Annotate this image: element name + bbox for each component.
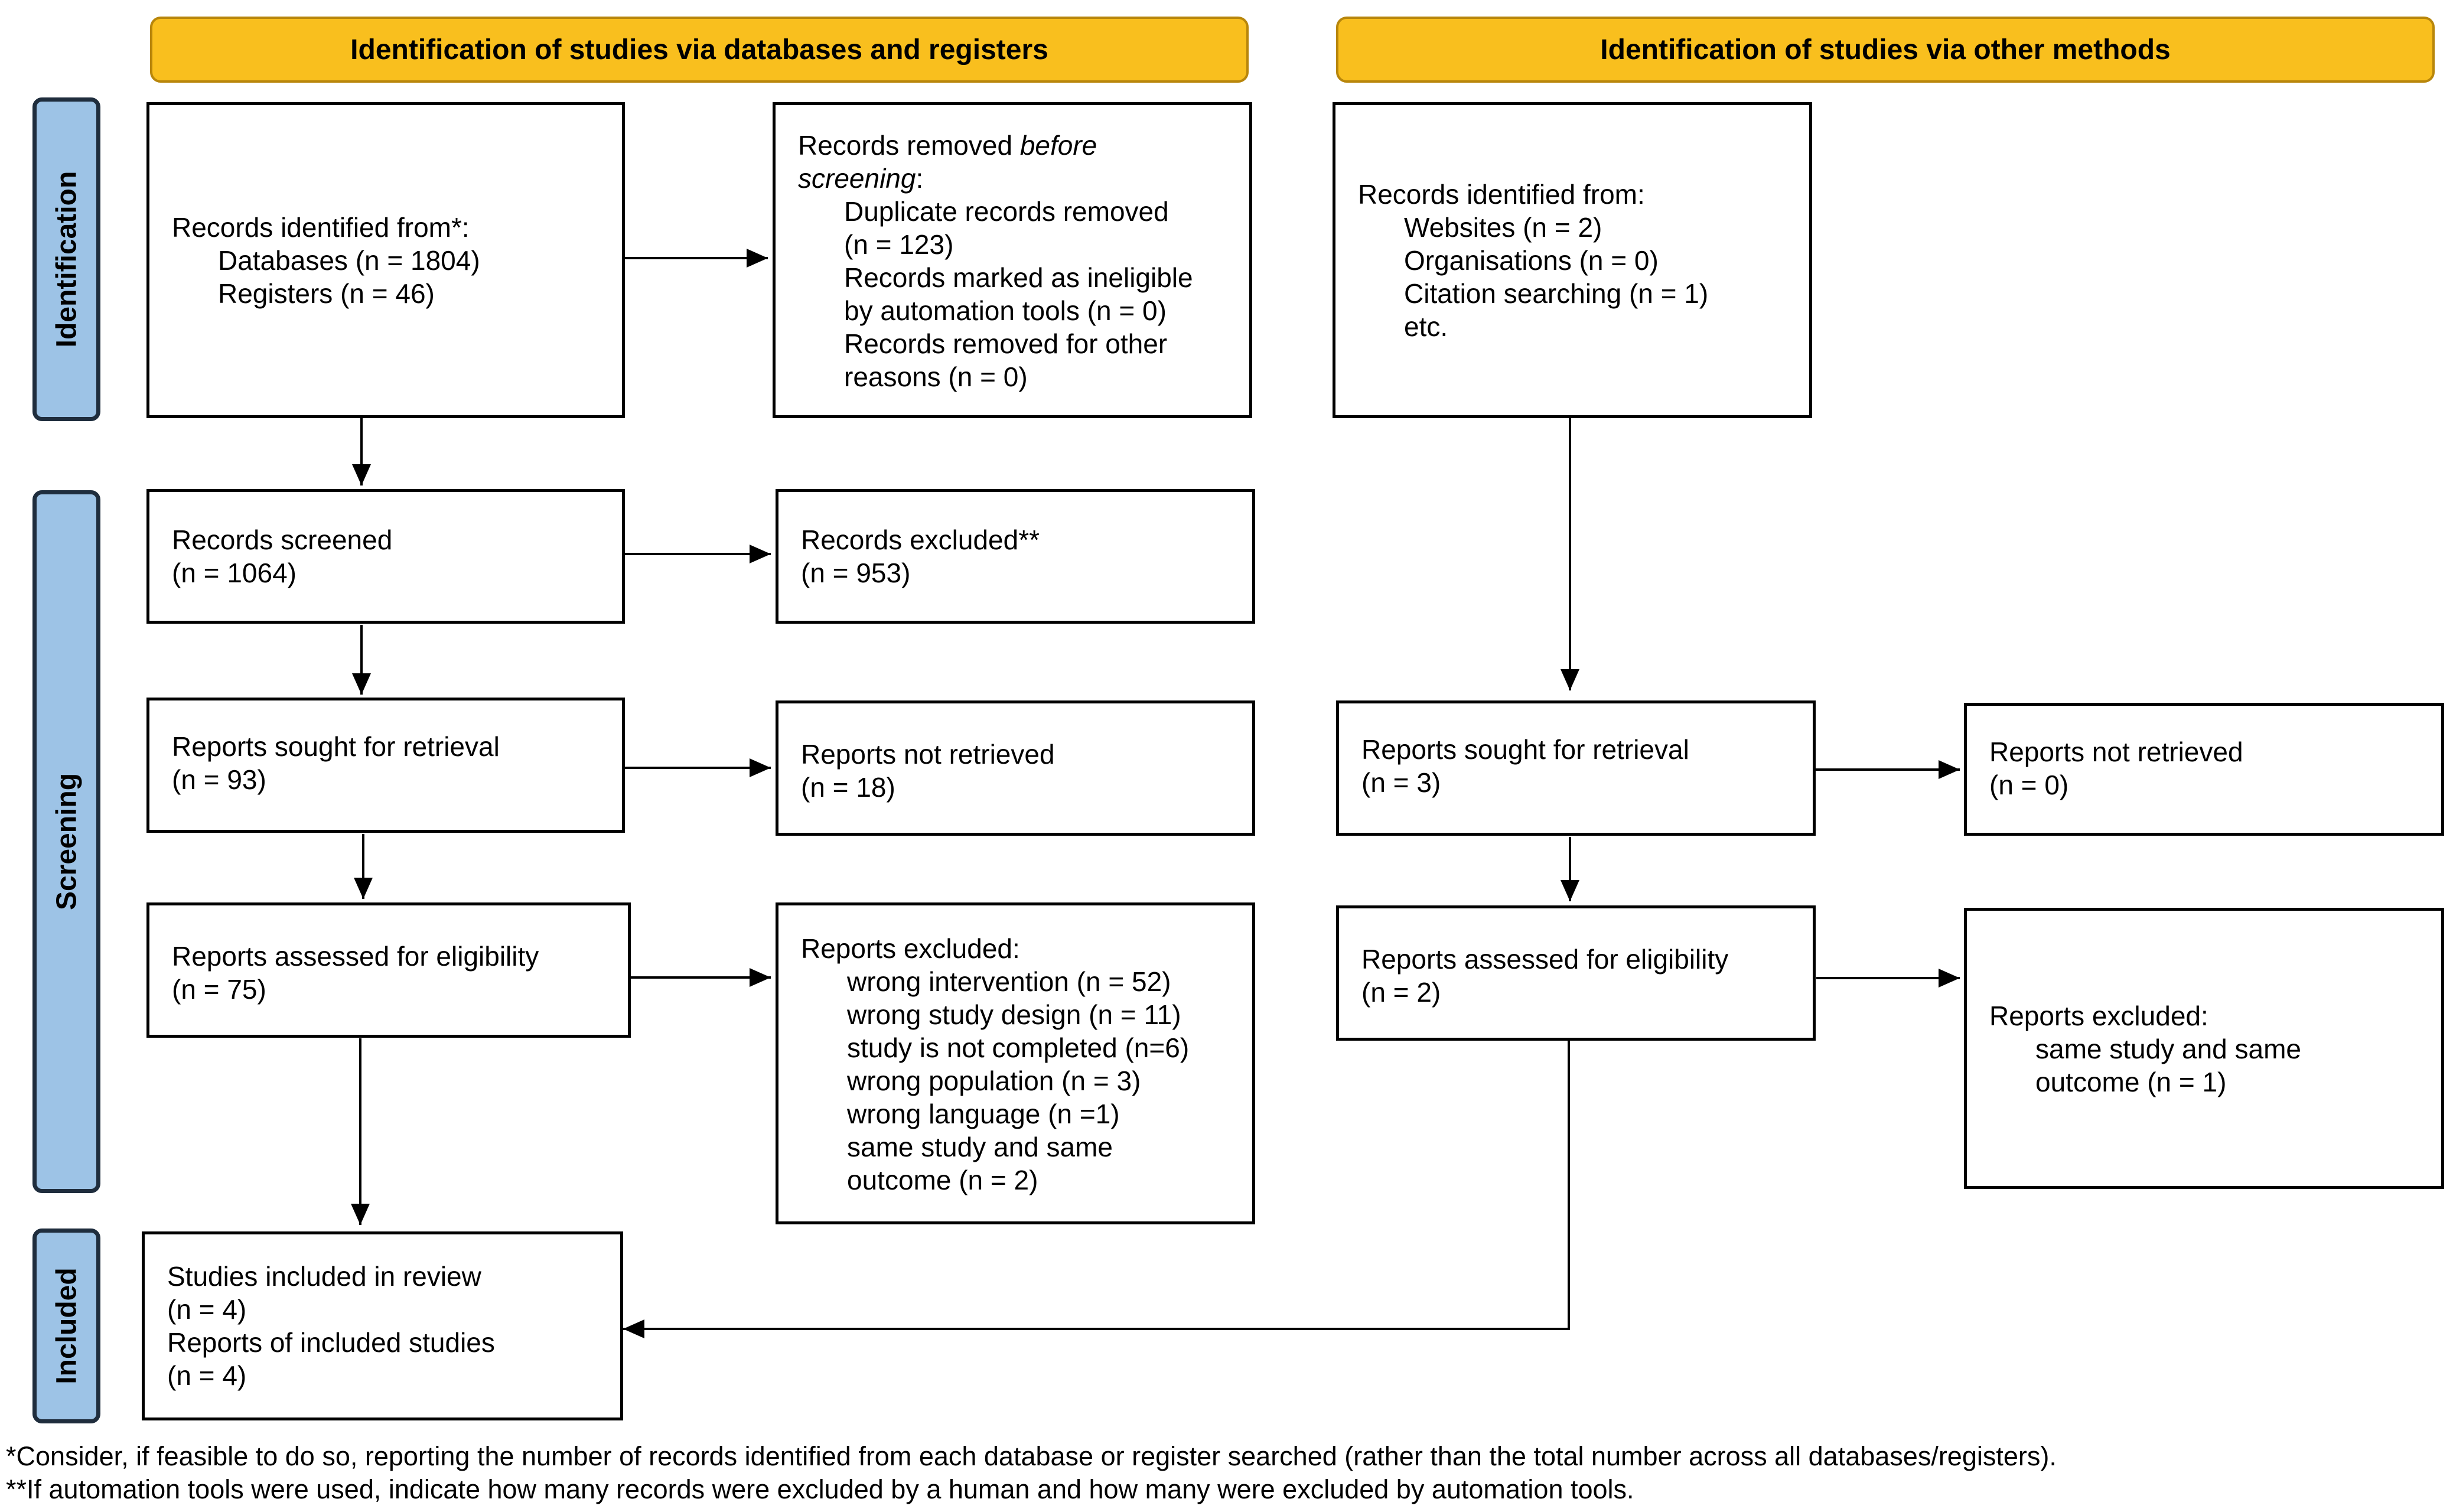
phase-identification-label: Identification xyxy=(51,171,82,348)
header-other-label: Identification of studies via other meth… xyxy=(1600,34,2171,66)
footnote-2: **If automation tools were used, indicat… xyxy=(6,1474,1634,1504)
studies-included-box: Studies included in review (n = 4) Repor… xyxy=(142,1231,623,1420)
exclusion-reason: same study and same xyxy=(847,1132,1113,1162)
other-reports-excluded-title: Reports excluded: xyxy=(1989,1001,2208,1031)
records-removed-title: Records removed before xyxy=(798,129,1237,162)
removed-item: Duplicate records removed xyxy=(844,196,1169,227)
removed-item: (n = 123) xyxy=(844,229,954,260)
other-reports-sought-title: Reports sought for retrieval xyxy=(1361,734,1689,765)
reports-included-count: (n = 4) xyxy=(167,1360,247,1391)
phase-screening-label: Screening xyxy=(51,773,82,911)
studies-included-count: (n = 4) xyxy=(167,1294,247,1325)
exclusion-reason: wrong language (n =1) xyxy=(847,1099,1120,1129)
records-removed-title-plain: Records removed xyxy=(798,130,1020,161)
removed-item: reasons (n = 0) xyxy=(844,361,1028,392)
header-other-methods: Identification of studies via other meth… xyxy=(1336,17,2435,83)
studies-included-title: Studies included in review xyxy=(167,1261,481,1292)
other-reports-not-retrieved-count: (n = 0) xyxy=(1989,770,2069,800)
records-excluded-box: Records excluded** (n = 953) xyxy=(776,489,1255,624)
other-reports-assessed-title: Reports assessed for eligibility xyxy=(1361,944,1729,975)
other-reports-not-retrieved-title: Reports not retrieved xyxy=(1989,737,2243,767)
removed-item: by automation tools (n = 0) xyxy=(844,295,1167,326)
records-identified-box: Records identified from*: Databases (n =… xyxy=(146,102,625,418)
exclusion-reason: wrong study design (n = 11) xyxy=(847,999,1181,1030)
reports-not-retrieved-title: Reports not retrieved xyxy=(801,739,1055,770)
header-databases-label: Identification of studies via databases … xyxy=(350,34,1048,66)
reports-sought-box: Reports sought for retrieval (n = 93) xyxy=(146,698,625,833)
other-reports-sought-count: (n = 3) xyxy=(1361,767,1441,798)
removed-item: Records removed for other xyxy=(844,328,1168,359)
reports-excluded-box: Reports excluded: wrong intervention (n … xyxy=(776,902,1255,1224)
registers-count: Registers (n = 46) xyxy=(218,278,435,309)
exclusion-reason: study is not completed (n=6) xyxy=(847,1032,1190,1063)
records-excluded-title: Records excluded** xyxy=(801,524,1040,555)
records-removed-box: Records removed before screening: Duplic… xyxy=(773,102,1252,418)
records-screened-count: (n = 1064) xyxy=(172,558,297,588)
records-identified-title: Records identified from*: xyxy=(172,211,470,243)
reports-assessed-title: Reports assessed for eligibility xyxy=(172,941,539,972)
records-removed-title-screening: screening xyxy=(798,163,916,194)
other-source-item: Websites (n = 2) xyxy=(1404,211,1602,243)
records-removed-title-line2: screening: xyxy=(798,162,1237,195)
other-reports-assessed-count: (n = 2) xyxy=(1361,977,1441,1008)
removed-item: Records marked as ineligible xyxy=(844,262,1193,293)
exclusion-reason: wrong intervention (n = 52) xyxy=(847,966,1171,997)
reports-excluded-title: Reports excluded: xyxy=(801,933,1020,964)
records-removed-title-before: before xyxy=(1019,130,1097,161)
other-source-item: Citation searching (n = 1) xyxy=(1404,278,1709,309)
other-source-item: Organisations (n = 0) xyxy=(1404,245,1659,276)
other-reports-assessed-box: Reports assessed for eligibility (n = 2) xyxy=(1336,905,1816,1041)
reports-not-retrieved-box: Reports not retrieved (n = 18) xyxy=(776,700,1255,836)
phase-screening: Screening xyxy=(32,490,100,1193)
footnote-1: *Consider, if feasible to do so, reporti… xyxy=(6,1441,2057,1471)
exclusion-reason: outcome (n = 2) xyxy=(847,1165,1038,1195)
phase-identification: Identification xyxy=(32,97,100,421)
arrow-other-assessed-to-included xyxy=(623,1041,1570,1338)
records-screened-box: Records screened (n = 1064) xyxy=(146,489,625,624)
other-exclusion-reason: same study and same xyxy=(2035,1034,2302,1064)
reports-not-retrieved-count: (n = 18) xyxy=(801,772,895,803)
header-databases-registers: Identification of studies via databases … xyxy=(150,17,1249,83)
reports-included-title: Reports of included studies xyxy=(167,1327,495,1358)
other-records-identified-box: Records identified from: Websites (n = 2… xyxy=(1333,102,1812,418)
other-source-item: etc. xyxy=(1404,311,1448,342)
other-exclusion-reason: outcome (n = 1) xyxy=(2035,1067,2227,1097)
reports-assessed-box: Reports assessed for eligibility (n = 75… xyxy=(146,902,631,1038)
other-records-identified-title: Records identified from: xyxy=(1358,178,1645,210)
records-excluded-count: (n = 953) xyxy=(801,558,911,588)
other-reports-excluded-box: Reports excluded: same study and same ou… xyxy=(1964,908,2444,1189)
exclusion-reason: wrong population (n = 3) xyxy=(847,1065,1141,1096)
reports-assessed-count: (n = 75) xyxy=(172,974,266,1005)
phase-included-label: Included xyxy=(51,1267,82,1384)
phase-included: Included xyxy=(32,1228,100,1423)
other-reports-not-retrieved-box: Reports not retrieved (n = 0) xyxy=(1964,703,2444,836)
databases-count: Databases (n = 1804) xyxy=(218,245,480,276)
records-removed-title-colon: : xyxy=(916,163,924,194)
reports-sought-count: (n = 93) xyxy=(172,764,266,795)
other-reports-sought-box: Reports sought for retrieval (n = 3) xyxy=(1336,700,1816,836)
reports-sought-title: Reports sought for retrieval xyxy=(172,731,500,762)
records-screened-title: Records screened xyxy=(172,524,393,555)
